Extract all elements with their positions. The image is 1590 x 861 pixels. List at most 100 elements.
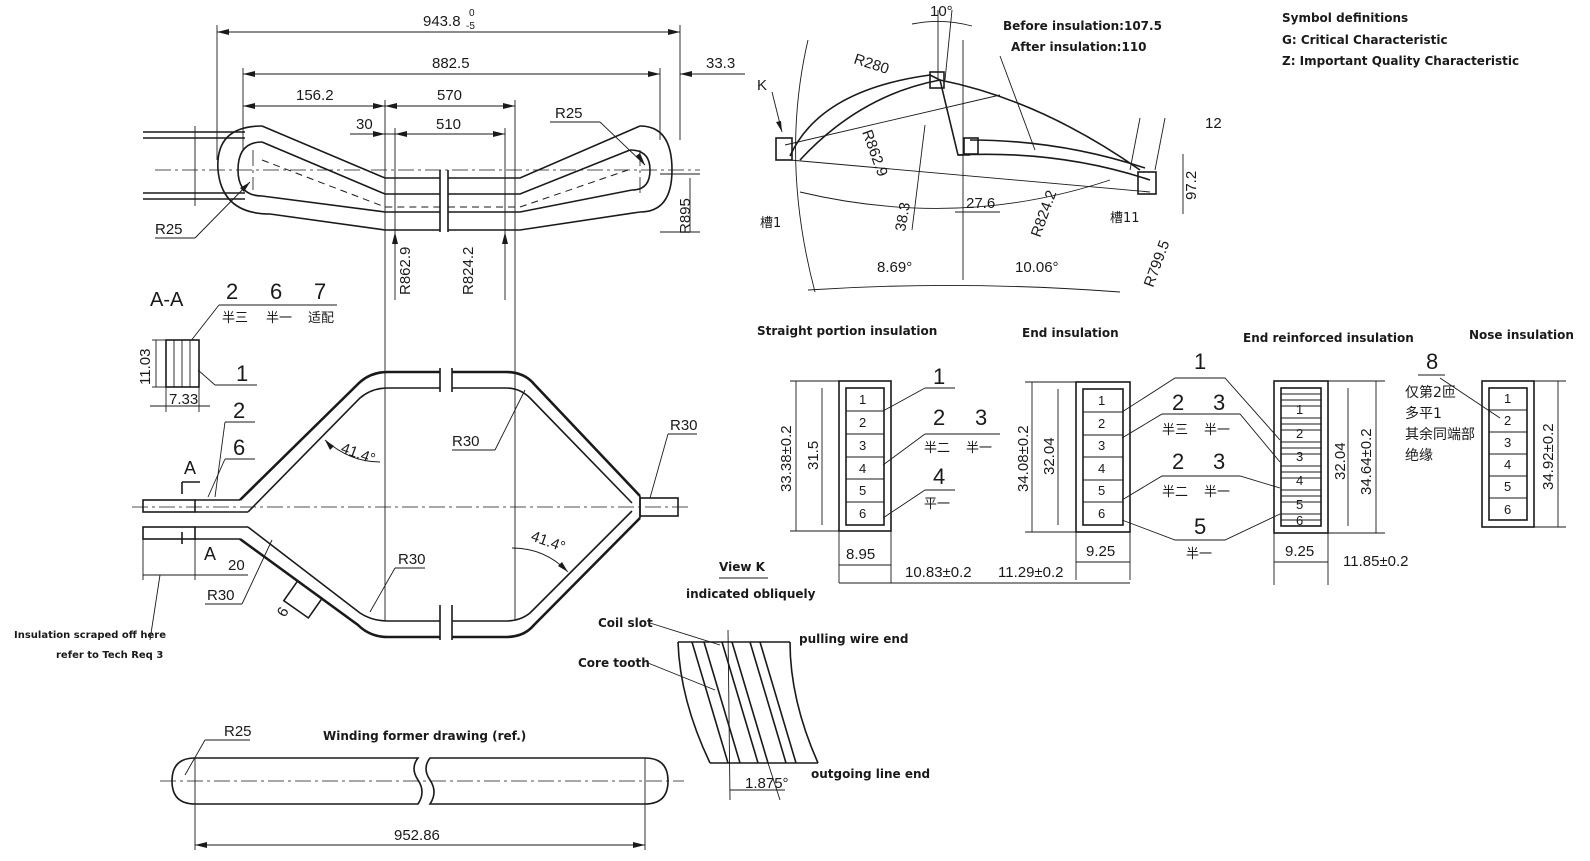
nose-note-line-1: 仅第2匝	[1405, 384, 1456, 401]
end-layer-6: 6	[1098, 506, 1105, 521]
reinforced-label-half-two: 半二	[1162, 485, 1188, 500]
straight-callout-3: 3	[975, 405, 987, 430]
title-end-reinforced-insulation: End reinforced insulation	[1243, 331, 1414, 345]
section-aa-callout-1: 1	[236, 361, 248, 386]
reinforced-width: 9.25	[1285, 543, 1314, 560]
reinforced-label-half-one-a: 半一	[1204, 423, 1230, 438]
reinforced-layer-6: 6	[1296, 513, 1303, 528]
label-r862-slot: R862.9	[858, 128, 891, 179]
label-core-tooth: Core tooth	[578, 656, 650, 670]
section-aa-height: 11.03	[137, 349, 154, 385]
dim-overall-tol-lower: -5	[466, 21, 475, 32]
straight-callout-4: 4	[933, 464, 945, 489]
section-aa-label-half-one: 半一	[266, 311, 292, 326]
end-layer-2: 2	[1098, 416, 1105, 431]
reinforced-height-outer: 34.64±0.2	[1358, 428, 1375, 495]
section-aa-label-half-three: 半三	[222, 311, 248, 326]
straight-layer-2: 2	[859, 415, 866, 430]
nose-callout-8: 8	[1426, 349, 1438, 374]
end-layer-3: 3	[1098, 438, 1105, 453]
straight-layer-6: 6	[859, 506, 866, 521]
section-mark-a-bottom: A	[204, 544, 216, 564]
label-slot-11: 槽11	[1110, 211, 1140, 226]
reinforced-layer-4: 4	[1296, 473, 1303, 488]
label-k: K	[757, 77, 767, 94]
dim-overall-length: 943.8	[423, 13, 461, 30]
plan-callout-6: 6	[233, 435, 245, 460]
reinforced-layer-5: 5	[1296, 497, 1303, 512]
label-after-insulation: After insulation:110	[1011, 40, 1147, 54]
end-height-inner: 32.04	[1041, 437, 1058, 475]
reinforced-height-inner: 32.04	[1332, 442, 1349, 480]
dim-plan-20: 20	[228, 557, 245, 574]
plan-view: 41.4° 41.4° R30 R30 R30 R30 2 6 A A 20	[14, 300, 698, 661]
label-angle-upper: 41.4°	[339, 440, 378, 468]
straight-label-half-two: 半二	[924, 441, 950, 456]
nose-stack: 1 2 3 4 5 6 34.92±0.2 8 仅第2匝 多平1 其余同端部 绝…	[1405, 349, 1566, 528]
dim-overall-tol-upper: 0	[469, 8, 475, 19]
section-aa-label-fit: 适配	[308, 311, 334, 326]
nose-layer-6: 6	[1504, 502, 1511, 517]
straight-label-flat-one: 平一	[924, 497, 950, 512]
note-tech-req: refer to Tech Req 3	[56, 650, 163, 661]
reinforced-gap-right: 11.85±0.2	[1343, 553, 1409, 570]
label-r280: R280	[852, 51, 891, 78]
reinforced-label-half-one-b: 半一	[1204, 485, 1230, 500]
label-dim-27: 27.6	[966, 195, 995, 212]
section-aa-callout-6: 6	[270, 279, 282, 304]
end-gap-right: 11.29±0.2	[998, 564, 1064, 581]
straight-layer-3: 3	[859, 438, 866, 453]
view-k: View K indicated obliquely Coil slot Cor…	[578, 560, 930, 801]
nose-note-line-4: 绝缘	[1405, 448, 1433, 464]
symbol-z-definition: Z: Important Quality Characteristic	[1282, 54, 1519, 68]
former-radius: R25	[224, 723, 252, 740]
view-k-subtitle: indicated obliquely	[686, 587, 816, 601]
symbol-definitions-title: Symbol definitions	[1282, 11, 1408, 25]
former-length: 952.86	[394, 827, 440, 844]
note-insulation-scraped: Insulation scraped off here	[14, 630, 166, 641]
top-view: 943.8 0 -5 882.5 33.3 156.2 570 30 510	[143, 8, 745, 300]
end-layer-1: 1	[1098, 393, 1105, 408]
label-r30-mid: R30	[452, 433, 480, 450]
straight-stack: 1 2 3 4 5 6 33.38±0.2 31.5 8.95 1 2 3 半二	[778, 364, 1000, 583]
straight-width: 8.95	[846, 546, 875, 563]
end-gap-left: 10.83±0.2	[905, 564, 972, 581]
label-dim-12: 12	[1205, 115, 1222, 132]
title-straight-insulation: Straight portion insulation	[757, 324, 937, 338]
straight-layer-5: 5	[859, 483, 866, 498]
reinforced-callout-2b: 2	[1172, 449, 1184, 474]
section-aa-title: A-A	[150, 289, 184, 311]
label-r799: R799.5	[1141, 238, 1174, 289]
straight-height-outer: 33.38±0.2	[778, 425, 795, 492]
former-title: Winding former drawing (ref.)	[323, 729, 526, 743]
nose-layer-1: 1	[1504, 391, 1511, 406]
section-a-a: A-A 2 6 7 半三 半一 适配 11.03 7.33 1	[137, 279, 337, 412]
end-reinforced-stack: 1 2 3 4 5 6 32.04 34.64±0.2 9.25 11.85±0…	[1121, 349, 1409, 585]
reinforced-callout-1: 1	[1194, 349, 1206, 374]
end-stack: 1 2 3 4 5 6 34.08±0.2 32.04 9.25 10.83±0…	[839, 381, 1131, 584]
label-r25-left: R25	[155, 221, 183, 238]
end-layer-4: 4	[1098, 461, 1105, 476]
label-r30-lower: R30	[398, 551, 426, 568]
straight-callout-2: 2	[933, 405, 945, 430]
nose-height-outer: 34.92±0.2	[1540, 423, 1557, 490]
nose-layer-5: 5	[1504, 479, 1511, 494]
label-dim-38: 38.3	[892, 201, 914, 233]
reinforced-callout-3b: 3	[1213, 449, 1225, 474]
nose-note-line-2: 多平1	[1405, 405, 1442, 422]
nose-note-line-3: 其余同端部	[1405, 426, 1475, 443]
reinforced-layer-3: 3	[1296, 449, 1303, 464]
section-mark-a-top: A	[184, 458, 196, 478]
nose-layer-4: 4	[1504, 457, 1511, 472]
label-angle-lower: 41.4°	[529, 528, 568, 556]
view-k-title: View K	[719, 560, 766, 574]
reinforced-label-half-three: 半三	[1162, 423, 1188, 438]
label-outgoing-line-end: outgoing line end	[811, 767, 930, 781]
label-pulling-wire-end: pulling wire end	[799, 632, 909, 646]
label-r25-right: R25	[555, 105, 583, 122]
label-r824-top: R824.2	[460, 247, 477, 295]
straight-label-half-one: 半一	[966, 441, 992, 456]
label-dim-97: 97.2	[1183, 171, 1200, 200]
reinforced-layer-2: 2	[1296, 426, 1303, 441]
section-aa-width: 7.33	[169, 391, 198, 408]
